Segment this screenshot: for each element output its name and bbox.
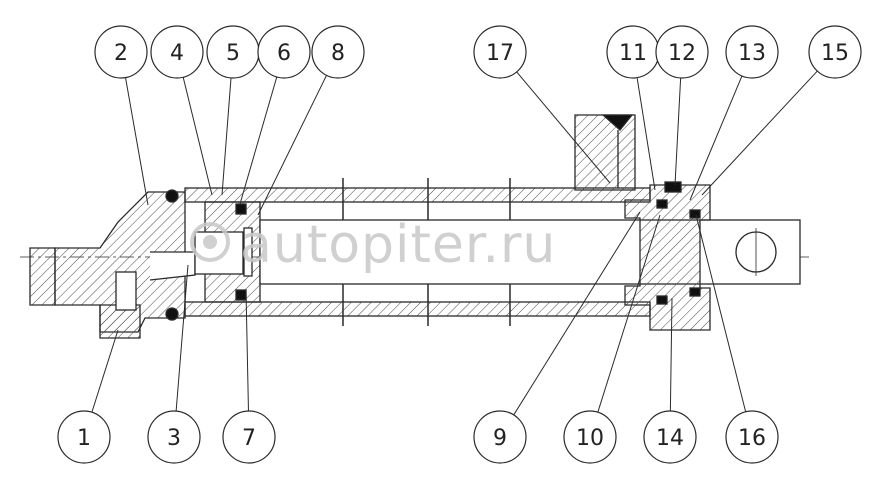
callout-number: 12	[668, 41, 696, 66]
callout-8: 8	[311, 25, 365, 79]
callout-number: 4	[170, 41, 184, 66]
piston-seal-top	[235, 203, 247, 215]
callout-number: 11	[619, 41, 647, 66]
callout-3: 3	[147, 410, 201, 464]
callout-number: 9	[493, 426, 507, 451]
callout-number: 13	[738, 41, 766, 66]
callout-6: 6	[257, 25, 311, 79]
callout-balloon	[655, 25, 709, 79]
cylinder-body	[20, 114, 810, 339]
callout-17: 17	[473, 25, 527, 79]
gland-wiper-top	[689, 209, 701, 219]
callout-number: 17	[486, 41, 514, 66]
leader-line-11	[636, 77, 656, 191]
callout-11: 11	[606, 25, 660, 79]
callout-balloon	[94, 25, 148, 79]
leader-line-13	[689, 75, 743, 201]
callout-balloon	[473, 410, 527, 464]
piston-seal-bottom	[235, 289, 247, 301]
callout-number: 14	[656, 426, 684, 451]
callout-12: 12	[655, 25, 709, 79]
watermark-text: autopiter.ru	[240, 215, 556, 275]
watermark: autopiter.ru	[190, 215, 556, 275]
piston-ring	[243, 227, 253, 277]
barrel-wall-bottom	[184, 301, 651, 317]
callout-balloon	[150, 25, 204, 79]
callout-4: 4	[150, 25, 204, 79]
port-fitting-top	[601, 114, 634, 131]
leader-line-15	[701, 70, 818, 196]
callout-number: 6	[277, 41, 291, 66]
leader-line-8	[257, 75, 327, 216]
callout-number: 1	[77, 426, 91, 451]
leader-lines	[91, 70, 818, 416]
callout-number: 16	[738, 426, 766, 451]
piston-nut	[194, 231, 244, 275]
callout-15: 15	[808, 25, 862, 79]
callout-balloon	[563, 410, 617, 464]
callout-balloon	[147, 410, 201, 464]
leader-line-9	[513, 211, 641, 416]
callout-number: 8	[331, 41, 345, 66]
leader-line-7	[245, 289, 249, 412]
callout-balloon	[808, 25, 862, 79]
callout-number: 5	[226, 41, 240, 66]
callout-number: 10	[576, 426, 604, 451]
callout-balloon	[725, 410, 779, 464]
callout-7: 7	[222, 410, 276, 464]
gland-wiper-bottom	[689, 287, 701, 297]
callout-balloon	[57, 410, 111, 464]
callout-9: 9	[473, 410, 527, 464]
callout-5: 5	[206, 25, 260, 79]
clevis-eye-left	[29, 247, 56, 306]
leader-line-17	[516, 71, 611, 184]
leader-line-14	[669, 297, 673, 412]
callout-balloon	[473, 25, 527, 79]
callout-balloon	[725, 25, 779, 79]
port-fitting	[115, 271, 137, 311]
gland-seal-inner-top	[656, 199, 668, 209]
leader-line-5	[221, 77, 232, 196]
leader-line-16	[695, 214, 747, 412]
callout-10: 10	[563, 410, 617, 464]
gland-head	[624, 184, 711, 331]
callout-balloon	[257, 25, 311, 79]
leader-line-12	[674, 77, 682, 186]
callout-number: 15	[821, 41, 849, 66]
callout-number: 3	[167, 426, 181, 451]
leader-line-2	[125, 77, 149, 206]
weld-bead-bottom	[165, 307, 179, 321]
piston-rod	[259, 219, 801, 285]
autopiter-logo-icon	[190, 222, 230, 262]
callout-1: 1	[57, 410, 111, 464]
leader-line-1	[91, 329, 119, 413]
callout-balloon	[222, 410, 276, 464]
gland-seal-bottom	[656, 295, 668, 305]
weld-bead-top	[165, 189, 179, 203]
leader-line-10	[597, 214, 661, 413]
gland-seal-top	[664, 181, 682, 193]
callout-16: 16	[725, 410, 779, 464]
leader-line-4	[182, 77, 213, 196]
callout-number: 7	[242, 426, 256, 451]
callout-14: 14	[643, 410, 697, 464]
callout-13: 13	[725, 25, 779, 79]
callout-2: 2	[94, 25, 148, 79]
callout-number: 2	[114, 41, 128, 66]
callout-balloon	[311, 25, 365, 79]
leader-line-6	[239, 76, 278, 205]
leader-line-3	[175, 264, 189, 412]
rear-end-cap	[54, 191, 186, 333]
callout-balloon	[643, 410, 697, 464]
